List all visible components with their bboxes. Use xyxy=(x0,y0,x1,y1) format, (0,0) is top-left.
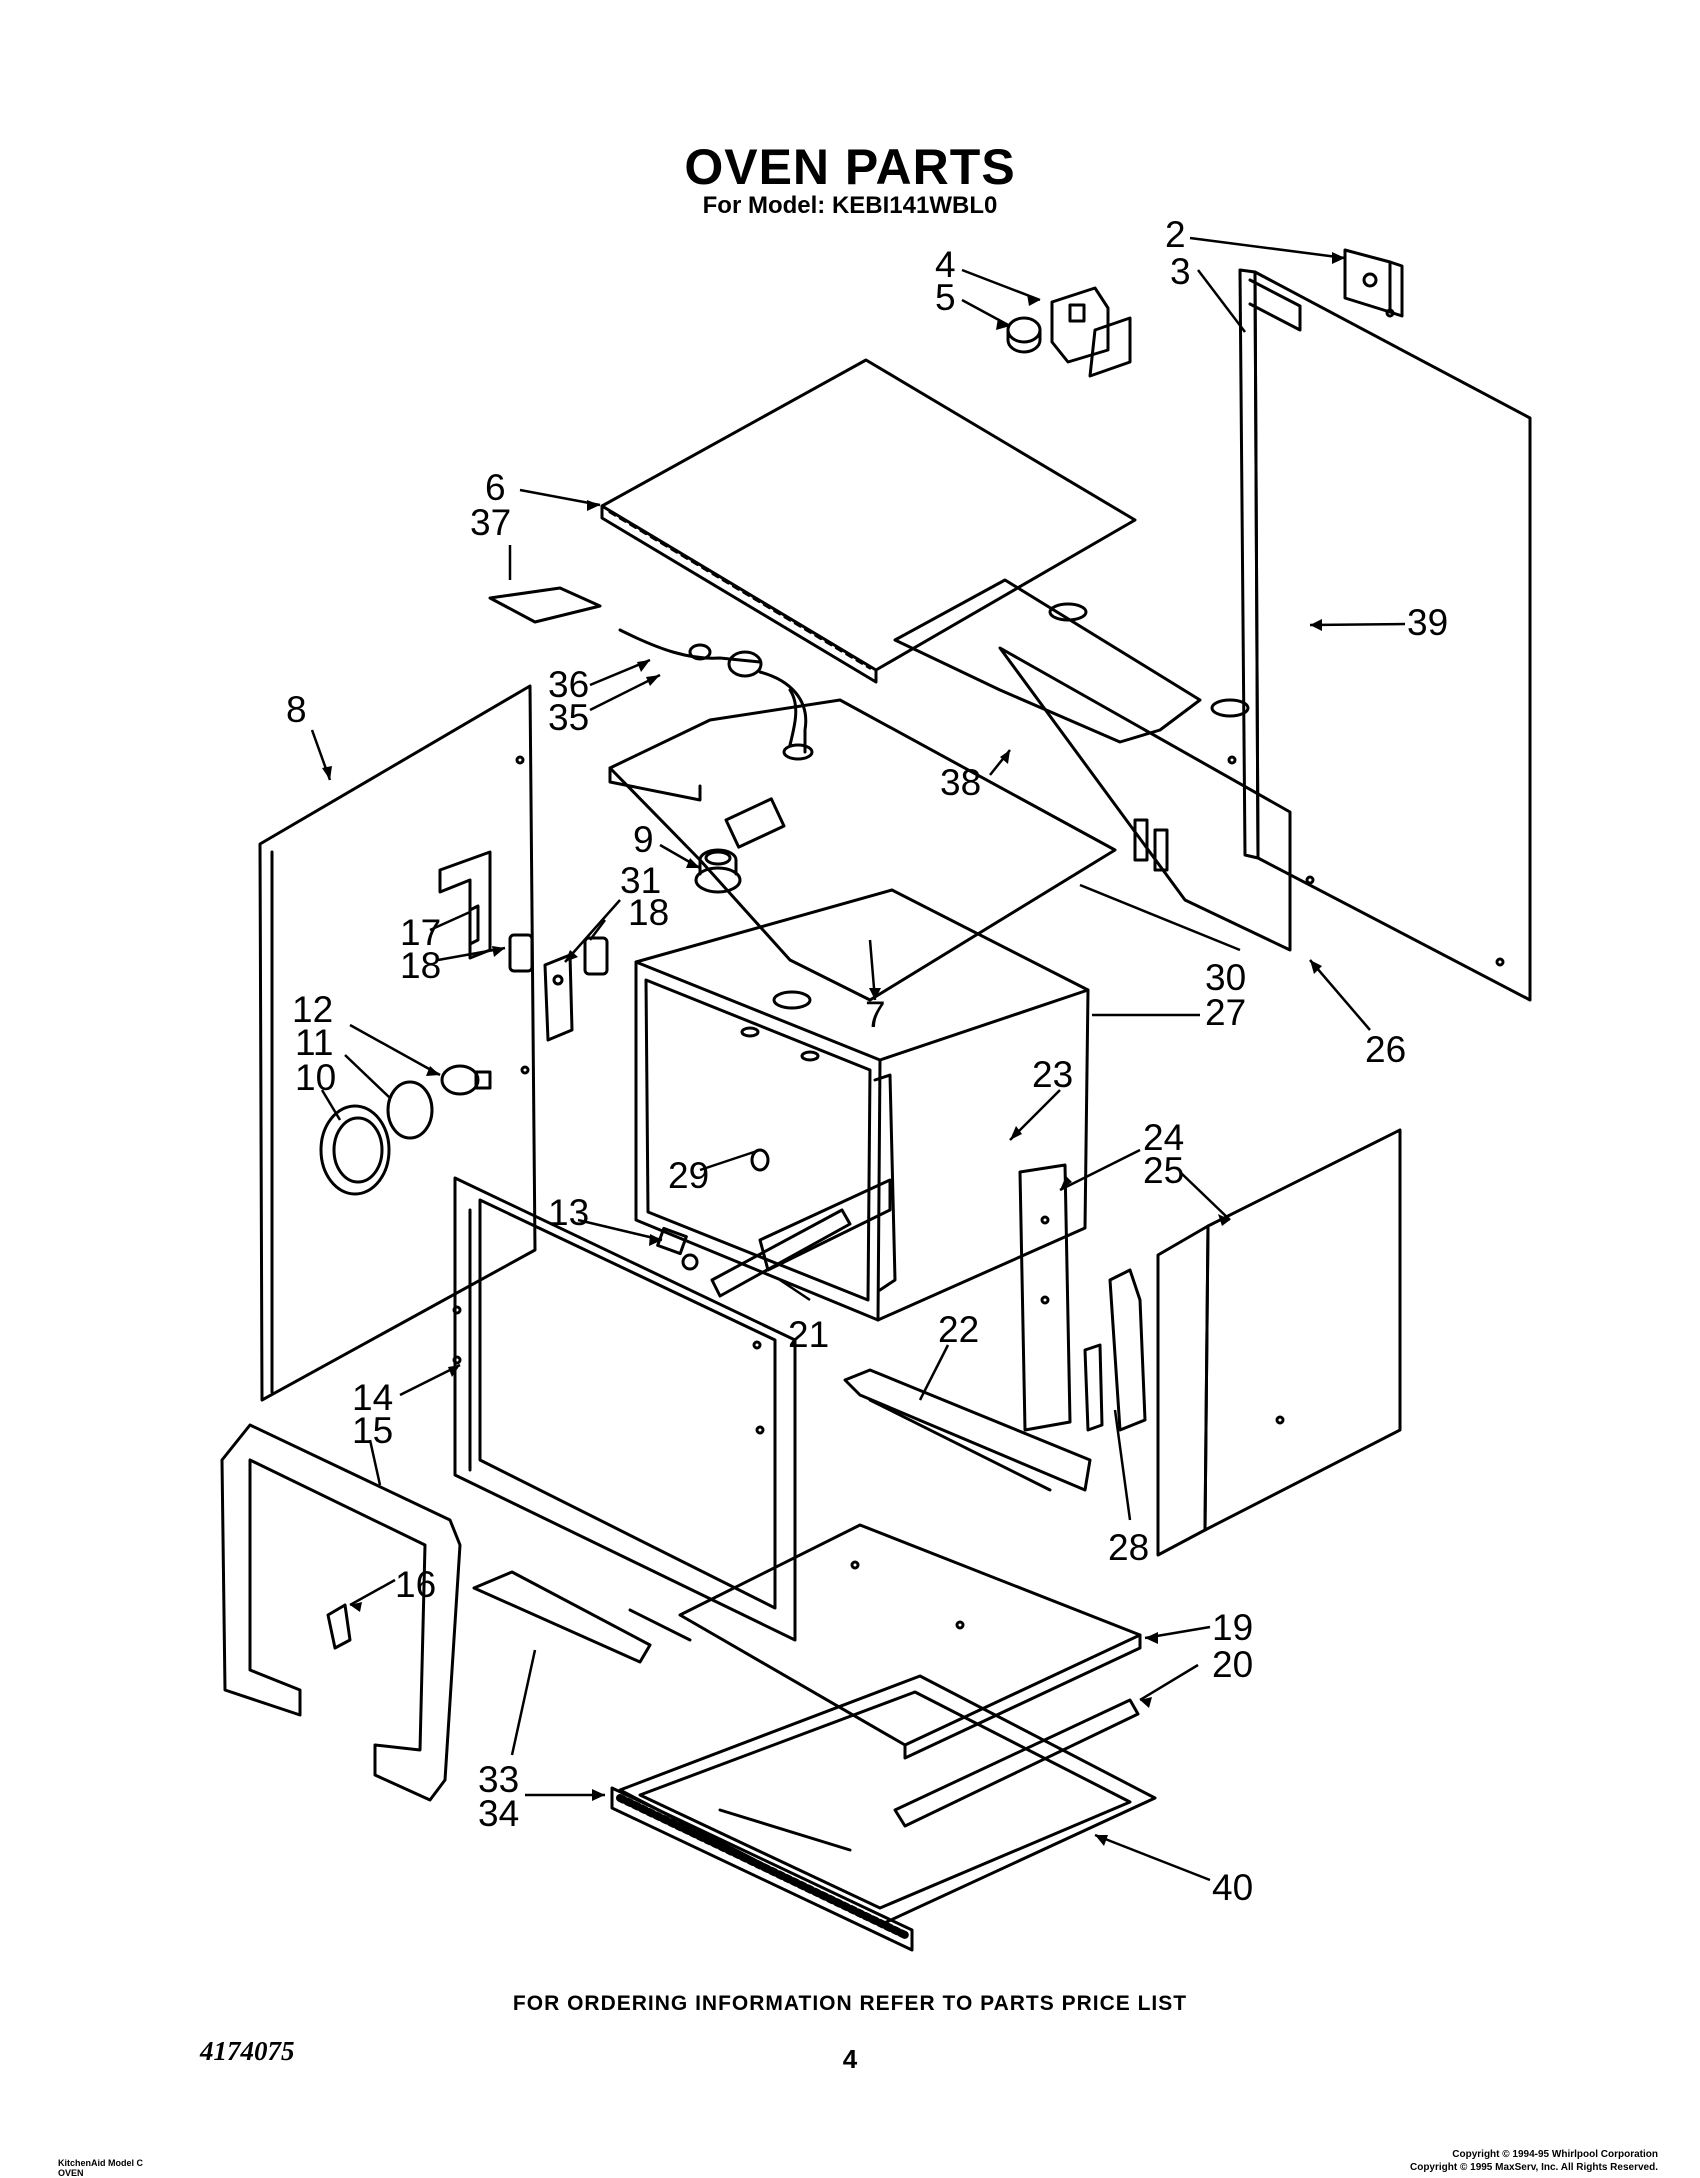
callout-9: 9 xyxy=(633,819,654,860)
callout-24: 24 xyxy=(1143,1117,1184,1158)
rear-right-panel xyxy=(1238,268,1532,1002)
copyright-line2: Copyright © 1995 MaxServ, Inc. All Right… xyxy=(1409,2162,1658,2173)
callout-30: 30 xyxy=(1205,957,1246,998)
rail-20 xyxy=(893,1698,1140,1828)
light-bulb-12 xyxy=(440,1064,492,1096)
model-note-line2: OVEN xyxy=(58,2168,84,2178)
top-cover-6 xyxy=(600,358,1137,684)
callout-23: 23 xyxy=(1032,1054,1073,1095)
ordering-note: FOR ORDERING INFORMATION REFER TO PARTS … xyxy=(512,1992,1188,2015)
model-note-line1: KitchenAid Model C xyxy=(58,2158,143,2168)
callout-35: 35 xyxy=(548,697,589,738)
callout-28: 28 xyxy=(1108,1527,1149,1568)
callout-21: 21 xyxy=(788,1314,829,1355)
callout-7: 7 xyxy=(865,994,886,1035)
callout-8: 8 xyxy=(286,689,307,730)
callout-22: 22 xyxy=(938,1309,979,1350)
oven-cavity-27 xyxy=(634,888,1090,1322)
wire-harness xyxy=(488,586,814,761)
callout-39: 39 xyxy=(1407,602,1448,643)
callout-4: 4 xyxy=(935,244,956,285)
callout-34: 34 xyxy=(478,1793,519,1834)
callout-11: 11 xyxy=(295,1022,333,1063)
document-number: 4174075 xyxy=(200,2036,295,2066)
trim-33 xyxy=(472,1570,692,1664)
heat-duct-plate xyxy=(608,698,1117,1002)
side-bracket-24 xyxy=(1018,1163,1072,1432)
callout-20: 20 xyxy=(1212,1644,1253,1685)
model-note: KitchenAid Model C OVEN xyxy=(58,2158,143,2178)
lens-ring-10 xyxy=(319,1104,391,1196)
clip-16 xyxy=(326,1603,352,1650)
callout-36: 36 xyxy=(548,664,589,705)
bottom-tray-40 xyxy=(618,1674,1157,1927)
callout-5: 5 xyxy=(935,277,956,318)
knob-5 xyxy=(1006,316,1042,354)
callout-3: 3 xyxy=(1170,251,1191,292)
callout-16: 16 xyxy=(395,1564,436,1605)
side-panel-8 xyxy=(258,684,537,1402)
sensor-13 xyxy=(656,1226,699,1271)
callout-18b: 18 xyxy=(400,945,441,986)
callout-18a: 18 xyxy=(628,892,669,933)
callout-17: 17 xyxy=(400,912,441,953)
rail-21 xyxy=(710,1208,852,1298)
inner-top-panel-38 xyxy=(893,578,1292,952)
callout-25: 25 xyxy=(1143,1150,1184,1191)
latch-28 xyxy=(1083,1268,1147,1432)
copyright-line1: Copyright © 1994-95 Whirlpool Corporatio… xyxy=(1452,2149,1658,2160)
callout-6: 6 xyxy=(485,467,506,508)
callout-19: 19 xyxy=(1212,1607,1253,1648)
callout-31: 31 xyxy=(620,860,661,901)
hinge-bracket-2 xyxy=(1343,248,1404,318)
callout-27: 27 xyxy=(1205,992,1246,1033)
callout-38: 38 xyxy=(940,762,981,803)
model-subtitle: For Model: KEBI141WBL0 xyxy=(702,192,998,219)
vent-grille-34 xyxy=(610,1786,914,1952)
base-bracket-22 xyxy=(843,1368,1092,1492)
callout-37: 37 xyxy=(470,502,511,543)
callout-14: 14 xyxy=(352,1377,393,1418)
copyright: Copyright © 1994-95 Whirlpool Corporatio… xyxy=(1410,2148,1658,2174)
door-panel-25 xyxy=(1156,1128,1402,1557)
clip-18a xyxy=(508,933,534,973)
lens-11 xyxy=(386,1080,434,1140)
front-frame-14 xyxy=(452,1176,797,1642)
bottom-panel-19 xyxy=(678,1523,1142,1760)
callout-13: 13 xyxy=(548,1192,589,1233)
bracket-31 xyxy=(543,953,574,1042)
callout-29: 29 xyxy=(668,1155,709,1196)
callout-12: 12 xyxy=(292,989,333,1030)
callout-33: 33 xyxy=(478,1759,519,1800)
vent-bracket-4 xyxy=(1050,286,1132,378)
callout-26: 26 xyxy=(1365,1029,1406,1070)
light-socket-9 xyxy=(694,848,742,894)
callout-15: 15 xyxy=(352,1410,393,1451)
callout-10: 10 xyxy=(295,1057,336,1098)
leader-arrowheads xyxy=(322,252,1345,1846)
page-title: OVEN PARTS xyxy=(684,139,1016,195)
callout-40: 40 xyxy=(1212,1867,1253,1908)
callout-2: 2 xyxy=(1165,214,1186,255)
page-number: 4 xyxy=(842,2044,858,2074)
leader-lines xyxy=(310,236,1406,1882)
door-gasket-15 xyxy=(220,1423,462,1802)
clip-18b xyxy=(583,936,609,976)
bracket-17 xyxy=(438,850,492,960)
